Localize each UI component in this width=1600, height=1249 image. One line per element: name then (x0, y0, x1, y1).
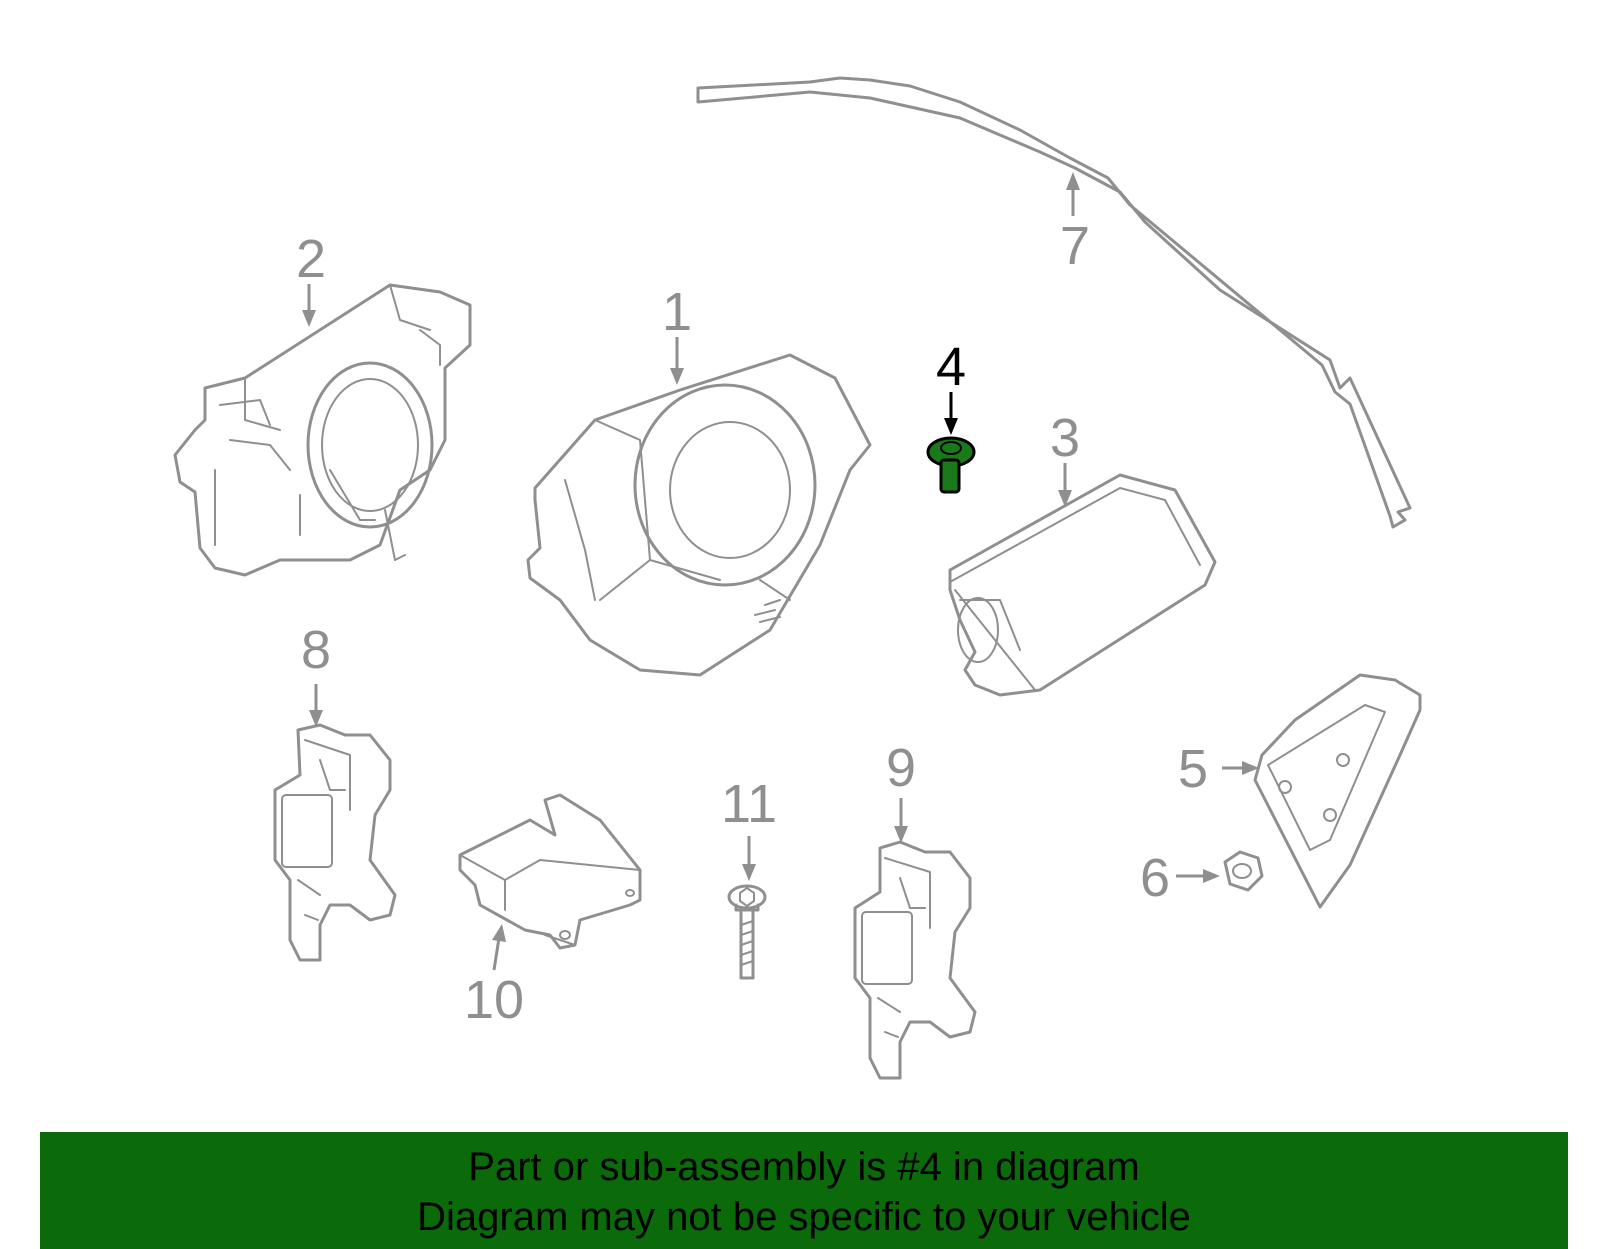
arrow-5-head (1242, 761, 1259, 775)
part-8-sensor[interactable] (273, 723, 397, 962)
callout-4-highlighted: 4 (936, 337, 966, 397)
part-10-control-module[interactable] (458, 793, 642, 950)
part-7-curtain-airbag[interactable] (696, 76, 1412, 529)
arrow-11-head (742, 864, 756, 881)
callout-9: 9 (886, 738, 916, 798)
callout-8: 8 (301, 620, 331, 680)
info-banner: Part or sub-assembly is #4 in diagram Di… (40, 1132, 1568, 1249)
arrow-3-head (1058, 490, 1072, 507)
arrow-10-head (492, 924, 506, 942)
arrow-7-head (1066, 172, 1080, 190)
part-1-driver-airbag[interactable] (526, 353, 872, 677)
arrow-10 (492, 937, 501, 971)
part-4-fastener-highlighted[interactable] (926, 436, 976, 494)
part-11-bolt[interactable] (727, 884, 767, 980)
callout-11: 11 (721, 774, 777, 834)
part-2-clock-spring[interactable] (173, 283, 472, 577)
callout-7: 7 (1060, 216, 1090, 276)
callout-6: 6 (1140, 848, 1170, 908)
parts-diagram: 1 2 3 4 5 6 7 8 9 10 11 (173, 76, 1422, 1080)
arrow-2-head (302, 310, 316, 327)
banner-line-part: Part or sub-assembly is #4 in diagram (468, 1145, 1140, 1189)
callout-labels: 1 2 3 4 5 6 7 8 9 10 11 (296, 216, 1208, 1030)
part-6-nut[interactable] (1223, 850, 1264, 892)
callout-2: 2 (296, 229, 326, 289)
callout-10: 10 (464, 970, 524, 1030)
callout-arrows (302, 172, 1259, 971)
banner-line-disclaimer: Diagram may not be specific to your vehi… (417, 1195, 1191, 1239)
callout-1: 1 (662, 282, 692, 342)
callout-5: 5 (1178, 739, 1208, 799)
part-3-passenger-airbag[interactable] (948, 473, 1217, 697)
arrow-8-head (309, 710, 323, 727)
arrow-4-head (944, 418, 958, 435)
arrow-1-head (670, 368, 684, 385)
part-5-panel[interactable] (1253, 673, 1422, 909)
arrow-9-head (894, 826, 908, 843)
arrow-6-head (1203, 869, 1220, 883)
callout-3: 3 (1050, 408, 1080, 468)
part-9-sensor[interactable] (853, 840, 977, 1080)
